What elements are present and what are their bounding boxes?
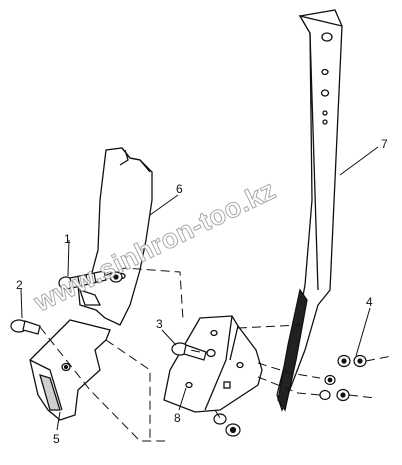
- callout-2: 2: [16, 278, 23, 292]
- callout-7: 7: [381, 137, 388, 151]
- callout-8: 8: [174, 411, 181, 425]
- nuts-bracket-lower: [213, 413, 241, 437]
- callout-3: 3: [156, 317, 163, 331]
- shank-part-7: [276, 9, 343, 412]
- callout-6: 6: [176, 182, 183, 196]
- nuts-washers-part-4: [319, 354, 367, 402]
- bolt-part-2: [10, 319, 41, 335]
- share-part-5: [29, 319, 111, 421]
- nut-part-6: [109, 271, 123, 283]
- callout-1: 1: [64, 232, 71, 246]
- assembly-lines: [39, 267, 393, 442]
- leader-lines: [20, 146, 379, 431]
- watermark-text: www.sinhron-too.kz: [29, 174, 281, 317]
- callout-4: 4: [366, 295, 373, 309]
- bracket-part-8: [163, 315, 263, 413]
- bolt-part-1: [58, 270, 107, 290]
- bolt-part-3: [171, 342, 207, 361]
- callout-5: 5: [53, 432, 60, 446]
